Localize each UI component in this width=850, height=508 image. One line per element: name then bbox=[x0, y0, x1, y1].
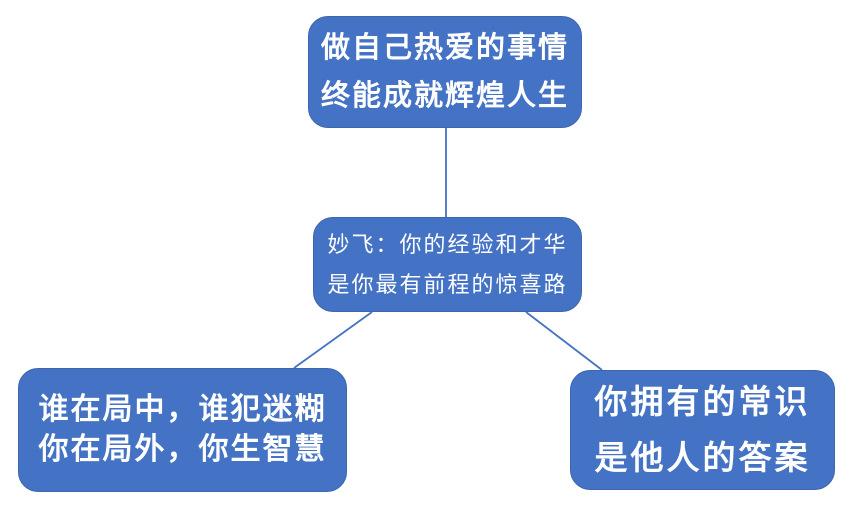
top-node-text-line-1: 做自己热爱的事情 bbox=[320, 32, 569, 64]
connector-middle-to-bottom-right bbox=[525, 311, 603, 371]
connector-middle-to-bottom-left bbox=[293, 311, 373, 369]
node-bottom-left[interactable]: 谁在局中，谁犯迷糊 你在局外，你生智慧 bbox=[18, 368, 347, 492]
bottom-right-node-text-line-1: 你拥有的常识 bbox=[594, 383, 811, 420]
top-node-text-line-2: 终能成就辉煌人生 bbox=[320, 80, 569, 112]
bottom-left-node-text-line-1: 谁在局中，谁犯迷糊 bbox=[38, 393, 327, 426]
node-middle-hub[interactable]: 妙飞：你的经验和才华 是你最有前程的惊喜路 bbox=[313, 217, 582, 312]
bottom-left-node-text-line-2: 你在局外，你生智慧 bbox=[38, 433, 327, 466]
node-top[interactable]: 做自己热爱的事情 终能成就辉煌人生 bbox=[308, 16, 582, 128]
node-bottom-right[interactable]: 你拥有的常识 是他人的答案 bbox=[570, 370, 835, 490]
bottom-right-node-text-line-2: 是他人的答案 bbox=[594, 439, 811, 476]
middle-node-text-line-2: 是你最有前程的惊喜路 bbox=[327, 271, 568, 297]
middle-node-text-line-1: 妙飞：你的经验和才华 bbox=[327, 231, 568, 257]
